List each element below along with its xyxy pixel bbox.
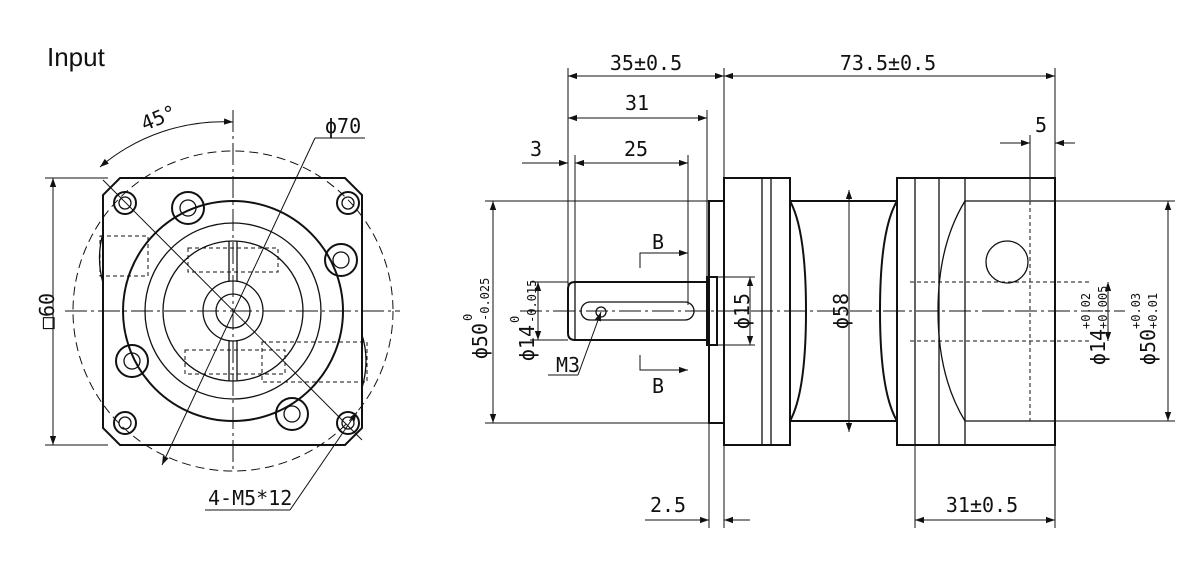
section-label-bottom: B: [652, 374, 664, 398]
angle-label: 45°: [137, 100, 179, 136]
thread-leader: [577, 311, 602, 376]
diagonal-line: [102, 179, 363, 441]
dim-3-label: 3: [530, 137, 542, 161]
page-title: Input: [47, 42, 106, 72]
square-flange: [102, 177, 363, 446]
pilot-dim-text: ϕ50 0 -0.025: [461, 278, 492, 359]
dim-2-5-label: 2.5: [650, 493, 686, 517]
square-label: □60: [35, 293, 59, 329]
thread-label: M3: [556, 353, 580, 377]
body-dim-label: ϕ58: [829, 293, 853, 329]
bolt-leader: [289, 411, 358, 511]
corner-holes: [113, 191, 360, 435]
svg-text:-0.025: -0.025: [478, 278, 492, 321]
bolt-holes: [115, 191, 358, 431]
svg-text:+0.03: +0.03: [1129, 293, 1143, 329]
dim-73-label: 73.5±0.5: [840, 51, 936, 75]
dim-31-label: 31: [625, 91, 649, 115]
housing-neck-right: [878, 200, 898, 422]
dim-5-label: 5: [1035, 113, 1047, 137]
bore50-dim-text: ϕ50 +0.03 +0.01: [1129, 293, 1160, 365]
svg-text:0: 0: [508, 316, 522, 323]
bolt-circle-phantom: [72, 150, 394, 472]
svg-text:+0.02: +0.02: [1079, 293, 1093, 329]
bolt-label: 4-M5*12: [208, 486, 292, 510]
shaft-dim-text: ϕ14 0 -0.015: [508, 280, 539, 361]
pcd-leader: [161, 137, 316, 466]
dim-25-label: 25: [624, 137, 648, 161]
dim-35-label: 35±0.5: [610, 51, 682, 75]
svg-text:ϕ14: ϕ14: [515, 325, 539, 361]
svg-text:ϕ14: ϕ14: [1086, 329, 1110, 365]
svg-text:+0.01: +0.01: [1146, 293, 1160, 329]
front-view: 45° ϕ70 □60 4-M5*12: [35, 100, 400, 511]
angle-arc: [99, 118, 234, 168]
keyway-slot: [580, 301, 695, 321]
dim-31b-label: 31±0.5: [946, 493, 1018, 517]
hidden-clamp-screw: [261, 341, 368, 383]
collar-dim-label: ϕ15: [730, 293, 754, 329]
section-marker-bottom: [639, 355, 688, 374]
svg-text:+0.005: +0.005: [1096, 286, 1110, 329]
svg-text:-0.015: -0.015: [525, 280, 539, 323]
svg-text:ϕ50: ϕ50: [468, 323, 492, 359]
access-hole: [985, 240, 1029, 284]
hidden-clamp-screw: [99, 235, 149, 277]
svg-text:ϕ50: ϕ50: [1136, 329, 1160, 365]
pcd-label: ϕ70: [325, 114, 361, 138]
section-marker-top: [639, 249, 688, 268]
svg-text:0: 0: [461, 314, 475, 321]
flange-lug-right: [361, 334, 367, 389]
side-view: 35±0.5 73.5±0.5 31 3 25 5 B B M3 ϕ50: [461, 51, 1175, 528]
section-label-top: B: [652, 230, 664, 254]
bore-dim-text: ϕ14 +0.02 +0.005: [1079, 286, 1110, 365]
